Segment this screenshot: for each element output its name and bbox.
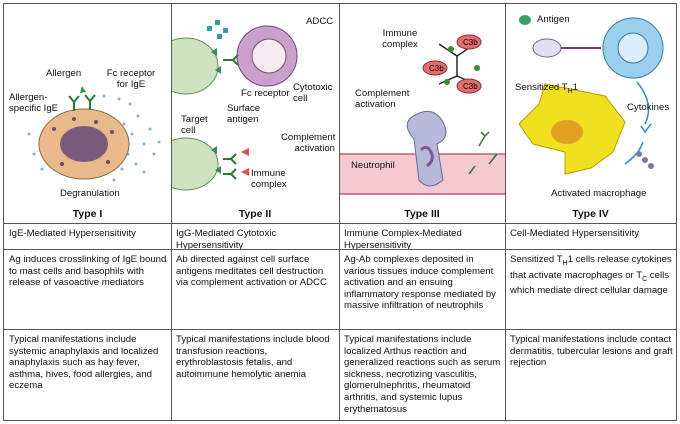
- column-type-2: ADCC Cytotoxic cell Fc receptor Surface …: [171, 4, 339, 420]
- label-surface-antigen: Surface antigen: [227, 103, 261, 125]
- c3b-bubbles: [422, 34, 482, 94]
- apc-cell: [532, 38, 562, 58]
- allergen-icon: [80, 86, 86, 93]
- hypersensitivity-name: IgE-Mediated Hypersensitivity: [9, 228, 136, 239]
- label-allergen-specific-ige: Allergen-specific IgE: [9, 92, 59, 114]
- mechanism-text: Ag induces crosslinking of IgE bound to …: [9, 254, 167, 289]
- manifestations-text: Typical manifestations include contact d…: [510, 334, 673, 369]
- label-immune-complex: Immune complex: [251, 168, 287, 190]
- label-allergen: Allergen: [46, 68, 82, 79]
- divider: [4, 223, 676, 224]
- c3b-text-3: C3b: [463, 82, 478, 91]
- mechanism-text: Ag-Ab complexes deposited in various tis…: [344, 254, 496, 312]
- divider: [171, 4, 172, 420]
- mast-cell-degranulation-figure: [27, 86, 161, 182]
- label-immune-complex: Immune complex: [382, 28, 418, 50]
- mast-cell-nucleus: [60, 126, 108, 162]
- target-cell-lower: [171, 137, 219, 191]
- ige-antibodies: [68, 94, 96, 111]
- mechanism-text: Ab directed against cell surface antigen…: [176, 254, 327, 289]
- label-activated-macrophage: Activated macrophage: [551, 188, 647, 199]
- label-target-cell: Target cell: [181, 114, 208, 136]
- label-fc-receptor-ige: Fc receptor for IgE: [106, 68, 156, 90]
- type-4-illustration: Antigen Sensitized TH1 Cytokines Activat…: [505, 4, 676, 206]
- column-type-3: C3b C3b C3b Immune complex Complement ac…: [339, 4, 505, 420]
- immune-complex-figure: C3b C3b C3b: [339, 34, 505, 195]
- c3b-text-1: C3b: [463, 38, 478, 47]
- label-degranulation: Degranulation: [60, 188, 120, 199]
- type-2-illustration: ADCC Cytotoxic cell Fc receptor Surface …: [171, 4, 339, 206]
- type-label: Type II: [238, 208, 272, 220]
- label-complement-activation: Complement activation: [281, 132, 336, 154]
- type-1-illustration: Allergen Fc receptor for IgE Allergen-sp…: [4, 4, 171, 206]
- label-sensitized-th1: Sensitized TH1: [515, 82, 579, 95]
- manifestations-text: Typical manifestations include systemic …: [9, 334, 159, 392]
- hypersensitivity-name: Cell-Mediated Hypersensitivity: [510, 228, 640, 239]
- cytotoxic-figure: [171, 20, 298, 191]
- target-cell-upper: [171, 37, 219, 95]
- type-label: Type III: [404, 208, 440, 220]
- label-antigen: Antigen: [537, 14, 570, 25]
- divider: [505, 4, 506, 420]
- complement-triangles: [241, 148, 249, 176]
- manifestations-text: Typical manifestations include localized…: [344, 334, 501, 415]
- antigen-icon: [519, 15, 531, 25]
- column-type-1: Allergen Fc receptor for IgE Allergen-sp…: [4, 4, 171, 420]
- divider: [4, 329, 676, 330]
- mechanism-text: Sensitized TH1 cells release cytokines t…: [510, 254, 672, 296]
- label-adcc: ADCC: [306, 16, 334, 27]
- type-3-illustration: C3b C3b C3b Immune complex Complement ac…: [339, 4, 505, 206]
- hypersensitivity-table: Allergen Fc receptor for IgE Allergen-sp…: [3, 3, 677, 421]
- divider: [4, 249, 676, 250]
- c3b-text-2: C3b: [429, 64, 444, 73]
- complex-lattice: [438, 43, 476, 85]
- label-cytotoxic-cell: Cytotoxic cell: [293, 82, 333, 104]
- label-complement-activation: Complement activation: [355, 88, 410, 110]
- cell-mediated-figure: [518, 15, 664, 175]
- column-type-4: Antigen Sensitized TH1 Cytokines Activat…: [505, 4, 676, 420]
- manifestations-text: Typical manifestations include blood tra…: [176, 334, 330, 380]
- label-neutrophil: Neutrophil: [351, 160, 395, 171]
- granule-spray: [27, 94, 161, 182]
- label-cytokines: Cytokines: [627, 102, 670, 113]
- divider: [339, 4, 340, 420]
- type-label: Type I: [72, 208, 103, 220]
- label-fc-receptor: Fc receptor: [241, 88, 290, 99]
- hypersensitivity-name: Immune Complex-Mediated Hypersensitivity: [344, 228, 462, 251]
- hypersensitivity-name: IgG-Mediated Cytotoxic Hypersensitivity: [176, 228, 277, 251]
- type-label: Type IV: [572, 208, 609, 220]
- igg-antibodies: [223, 54, 239, 180]
